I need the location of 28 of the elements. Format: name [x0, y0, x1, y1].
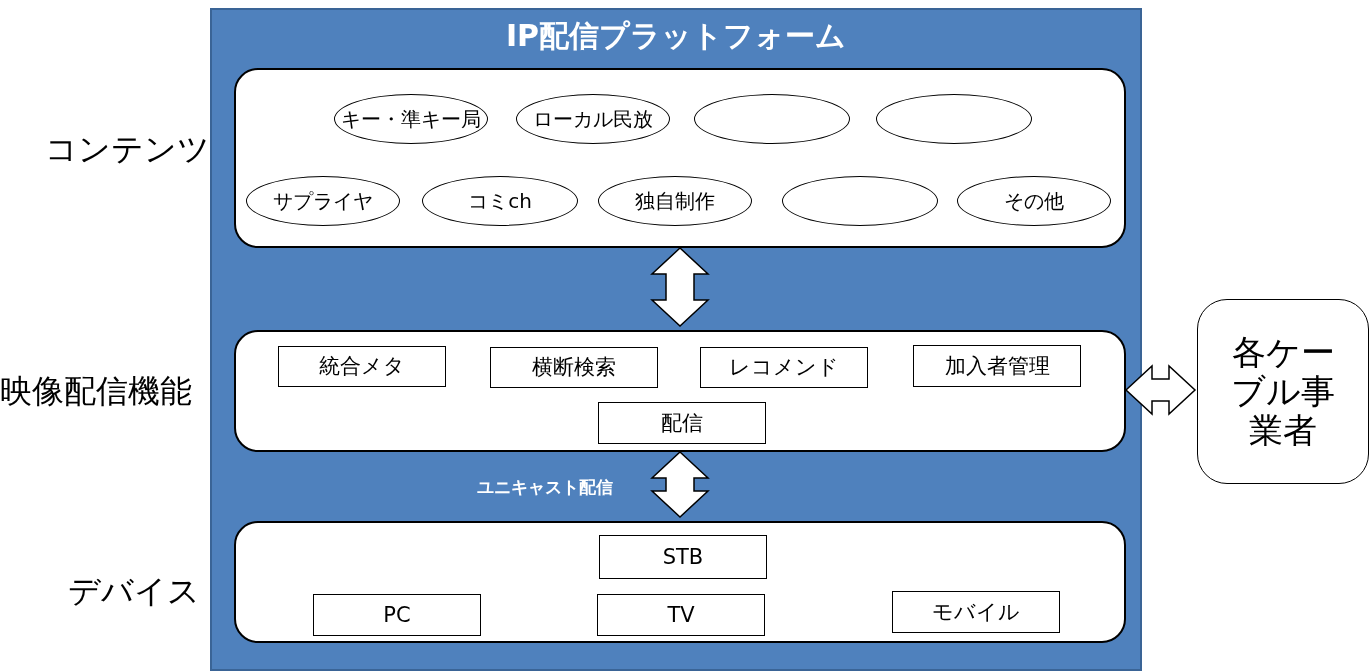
double-arrow [1124, 364, 1197, 416]
source-ellipse: ローカル民放 [516, 94, 670, 144]
function-box: 横断検索 [490, 347, 658, 388]
double-arrow [650, 246, 710, 328]
source-ellipse: キー・準キー局 [334, 94, 488, 144]
row-label: 映像配信機能 [0, 371, 192, 412]
edge-label: ユニキャスト配信 [477, 476, 613, 499]
row-label: デバイス [68, 571, 200, 612]
platform-title: IP配信プラットフォーム [505, 17, 847, 55]
section-panel [234, 68, 1126, 248]
function-box: レコメンド [700, 347, 868, 388]
function-box: 加入者管理 [913, 345, 1081, 387]
source-ellipse: その他 [957, 176, 1111, 226]
function-box: STB [599, 535, 767, 579]
section-panel [234, 330, 1126, 452]
operator-box: 各ケーブル事業者 [1197, 299, 1369, 484]
section-panel [234, 521, 1126, 643]
function-box: 統合メタ [278, 346, 446, 387]
double-arrow [650, 450, 710, 519]
function-box: TV [597, 594, 765, 636]
source-ellipse: コミch [422, 176, 578, 226]
source-ellipse: 独自制作 [598, 176, 752, 226]
source-ellipse: サプライヤ [246, 176, 400, 226]
row-label: コンテンツ [45, 129, 210, 170]
function-box: PC [313, 594, 481, 636]
platform-panel [210, 8, 1142, 671]
function-box: 配信 [598, 402, 766, 444]
function-box: モバイル [892, 591, 1060, 633]
